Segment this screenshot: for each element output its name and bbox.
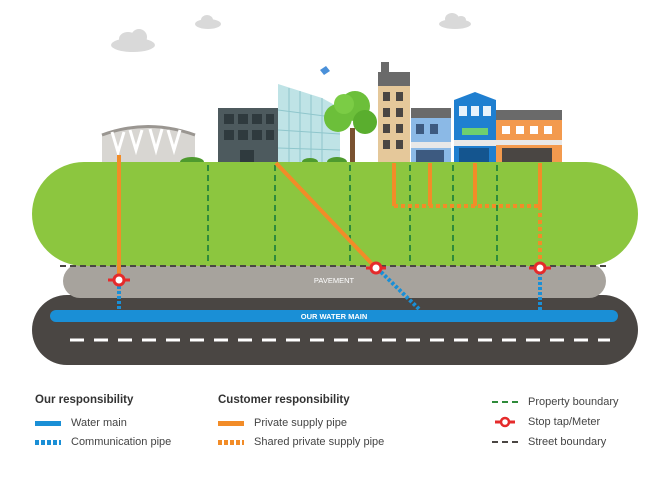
legend-property-boundary: Property boundary — [492, 396, 619, 408]
orange-shop — [496, 110, 562, 165]
legend-shared-private-supply-pipe: Shared private supply pipe — [218, 436, 384, 448]
legend-private-supply-pipe-label: Private supply pipe — [254, 417, 347, 429]
cloud-icon — [195, 15, 221, 29]
legend-street-boundary: Street boundary — [492, 436, 606, 448]
private-supply-pipe-swatch — [218, 420, 244, 426]
kite-icon — [320, 66, 330, 75]
legend-property-boundary-label: Property boundary — [528, 396, 619, 408]
customer-responsibility-heading: Customer responsibility — [218, 394, 350, 406]
legend-communication-pipe-label: Communication pipe — [71, 436, 172, 448]
glass-building — [277, 84, 341, 165]
road — [32, 295, 638, 365]
private-supply-pipes — [117, 155, 542, 276]
water-main-swatch — [35, 420, 61, 426]
stop-tap-icon — [366, 261, 386, 275]
legend-stop-tap-meter-label: Stop tap/Meter — [528, 416, 601, 428]
property-boundaries — [207, 165, 498, 264]
bright-blue-shop — [454, 92, 496, 165]
office-building — [218, 108, 278, 165]
communication-pipes — [117, 270, 542, 312]
blue-shop — [411, 108, 451, 165]
legend-water-main: Water main — [35, 417, 127, 429]
communication-pipe-swatch — [35, 439, 61, 445]
stop-tap-icon — [108, 273, 130, 287]
shared-private-supply-pipe-swatch — [218, 439, 244, 445]
stadium-building — [101, 125, 196, 163]
pavement — [63, 264, 606, 298]
water-main-pipe — [50, 310, 618, 322]
street-boundary-swatch — [492, 441, 518, 443]
shared-private-supply-pipes — [394, 204, 542, 262]
legend-stop-tap-meter: Stop tap/Meter — [492, 416, 600, 428]
legend-shared-private-supply-pipe-label: Shared private supply pipe — [254, 436, 385, 448]
water-main-label: OUR WATER MAIN — [301, 312, 368, 321]
cloud-icon — [439, 13, 471, 29]
pavement-label: PAVEMENT — [314, 276, 355, 285]
cloud-icon — [111, 29, 155, 52]
legend-communication-pipe: Communication pipe — [35, 436, 171, 448]
property-boundary-swatch — [492, 401, 518, 403]
tree-icon — [324, 91, 377, 163]
legend-water-main-label: Water main — [71, 417, 127, 429]
grass-area — [32, 162, 638, 266]
legend-street-boundary-label: Street boundary — [528, 436, 607, 448]
stop-tap-icon — [529, 261, 551, 275]
stop-tap-swatch — [492, 416, 518, 428]
tall-house — [378, 62, 410, 165]
our-responsibility-heading: Our responsibility — [35, 394, 134, 406]
legend-private-supply-pipe: Private supply pipe — [218, 417, 347, 429]
